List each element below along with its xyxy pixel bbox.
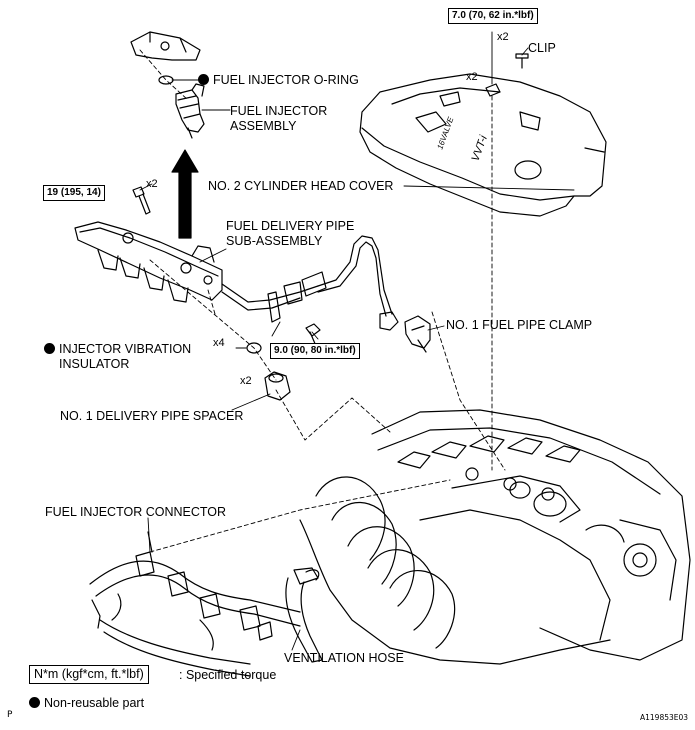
torque-clamp-bolt: 9.0 (90, 80 in.*lbf): [270, 343, 360, 359]
qty-insulator: x4: [213, 337, 225, 349]
fuel-delivery-pipe: [74, 221, 399, 331]
label-clip: CLIP: [528, 41, 556, 55]
qty-cover-side: x2: [466, 71, 478, 83]
qty-pipe-bolt: x2: [146, 178, 158, 190]
pipe-bolt: [132, 186, 151, 215]
non-reusable-dot-icon: [198, 74, 209, 85]
label-delivery-pipe: FUEL DELIVERY PIPE SUB-ASSEMBLY: [226, 219, 355, 248]
cover-logo-16valve: 16VALVE: [435, 115, 455, 150]
legend-non-reusable: Non-reusable part: [29, 696, 144, 711]
wire-harness: [89, 531, 301, 677]
delivery-pipe-spacer-part: [264, 371, 291, 401]
legend-torque-box: N*m (kgf*cm, ft.*lbf): [29, 665, 149, 684]
cover-nut: [485, 83, 501, 97]
delivery-pipe-fragment: [130, 31, 201, 61]
cylinder-head-cover: [359, 73, 607, 217]
non-reusable-dot-icon: [29, 697, 40, 708]
ventilation-hose-part: [285, 567, 323, 663]
cover-logo-vvti: VVT-i: [470, 134, 491, 164]
label-o-ring: FUEL INJECTOR O-RING: [198, 73, 359, 88]
fuel-injector-part: [175, 83, 205, 139]
non-reusable-dot-icon: [44, 343, 55, 354]
vibration-insulator-part: [246, 342, 262, 354]
figure-id: A119853E03: [640, 713, 689, 722]
label-vibration-insulator: INJECTOR VIBRATION INSULATOR: [44, 342, 191, 372]
label-spacer: NO. 1 DELIVERY PIPE SPACER: [60, 409, 244, 423]
label-fuel-pipe-clamp: NO. 1 FUEL PIPE CLAMP: [446, 318, 593, 332]
o-ring-fragment: [158, 75, 174, 85]
qty-cover-top: x2: [497, 31, 509, 43]
torque-cover-nut: 7.0 (70, 62 in.*lbf): [448, 8, 538, 24]
label-fuel-injector: FUEL INJECTOR ASSEMBLY: [230, 104, 328, 133]
label-head-cover: NO. 2 CYLINDER HEAD COVER: [208, 179, 394, 193]
legend-torque-desc: : Specified torque: [179, 668, 277, 682]
fuel-pipe-clamp-part: [404, 315, 431, 353]
leader-lines: [139, 31, 575, 651]
qty-spacer: x2: [240, 375, 252, 387]
label-connector: FUEL INJECTOR CONNECTOR: [45, 505, 227, 519]
torque-pipe-bolt: 19 (195, 14): [43, 185, 105, 201]
engine-block: [299, 409, 691, 665]
removal-arrow: [171, 149, 199, 239]
clip-part: [515, 53, 529, 69]
page-mark: P: [7, 710, 13, 720]
label-ventilation-hose: VENTILATION HOSE: [284, 651, 404, 665]
